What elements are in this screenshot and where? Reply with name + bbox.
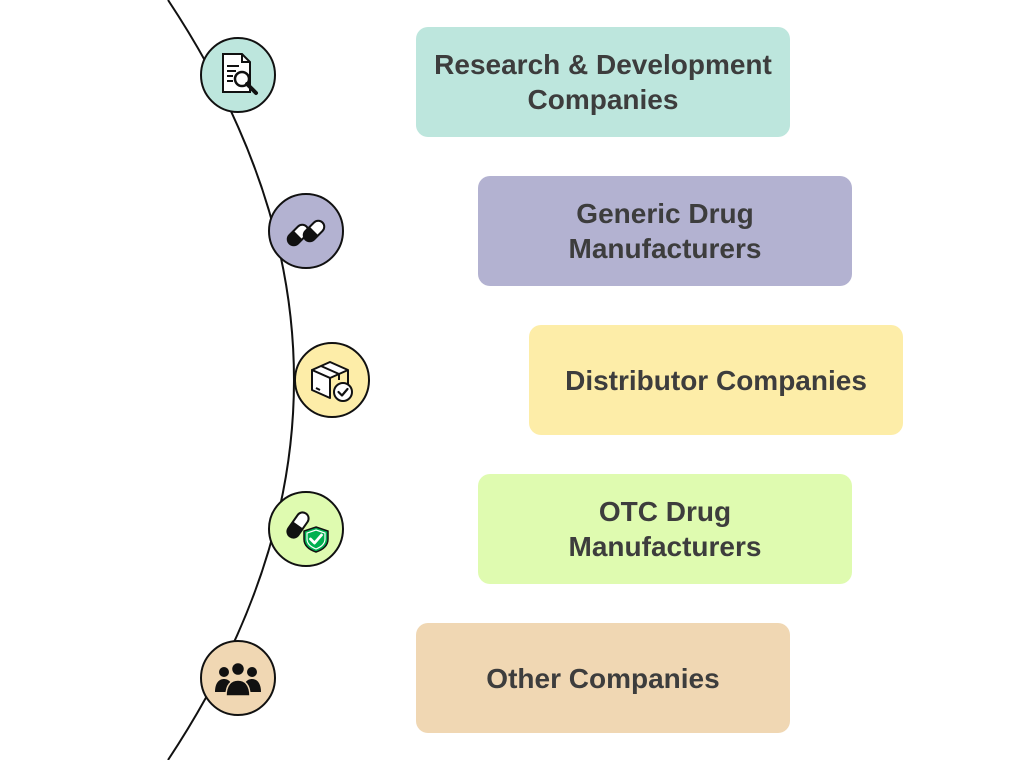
item-icon-circle-3 — [294, 342, 370, 418]
item-box-5: Other Companies — [416, 623, 790, 733]
package-check-icon — [311, 361, 353, 402]
item-icon-circle-2 — [268, 193, 344, 269]
item-icon-circle-4 — [268, 491, 344, 567]
group-people-icon — [215, 661, 261, 697]
item-box-3: Distributor Companies — [529, 325, 903, 435]
item-box-4: OTC Drug Manufacturers — [478, 474, 852, 584]
capsule-shield-icon — [286, 511, 329, 553]
item-icon-circle-5 — [200, 640, 276, 716]
item-icon-circle-1 — [200, 37, 276, 113]
document-search-icon — [222, 53, 258, 95]
item-label-5: Other Companies — [486, 662, 720, 694]
item-box-2: Generic Drug Manufacturers — [478, 176, 852, 286]
pills-icon — [286, 219, 326, 247]
item-label-1: Research & Development Companies — [434, 49, 772, 115]
item-label-3: Distributor Companies — [565, 364, 867, 396]
item-label-4: OTC Drug Manufacturers — [568, 496, 762, 562]
item-box-1: Research & Development Companies — [416, 27, 790, 137]
item-label-2: Generic Drug Manufacturers — [568, 198, 762, 264]
